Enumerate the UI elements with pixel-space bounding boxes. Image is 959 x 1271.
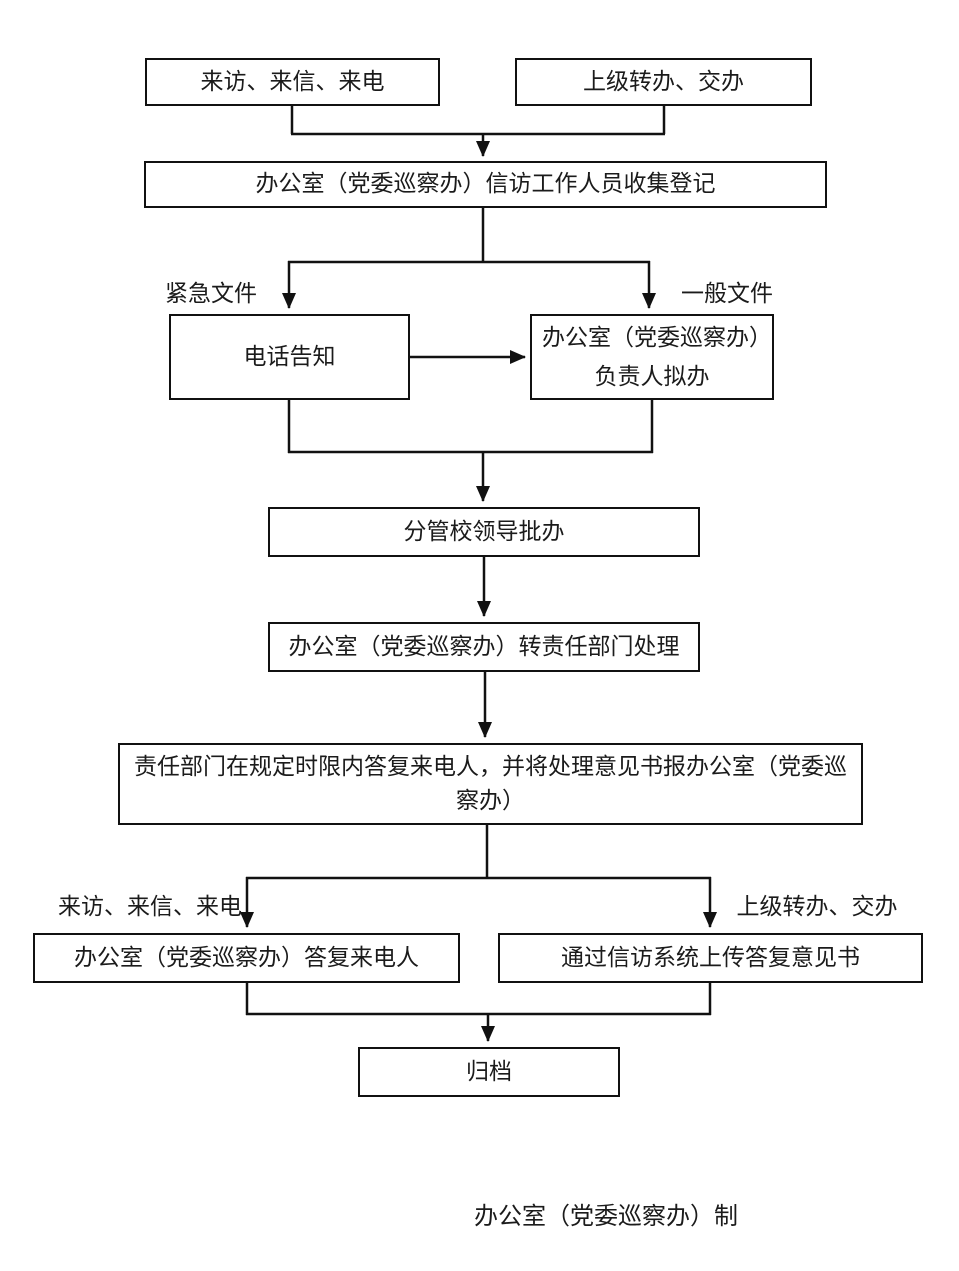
node-office-reply-caller: 办公室（党委巡察办）答复来电人: [33, 933, 460, 983]
node-school-leader-approval: 分管校领导批办: [268, 507, 700, 557]
node-dept-reply: 责任部门在规定时限内答复来电人，并将处理意见书报办公室（党委巡察办）: [118, 743, 863, 825]
node-collect-register: 办公室（党委巡察办）信访工作人员收集登记: [144, 161, 827, 208]
node-director-proposal-text: 办公室（党委巡察办） 负责人拟办: [542, 318, 772, 396]
node-archive: 归档: [358, 1047, 620, 1097]
label-visits-row2: 来访、来信、来电: [58, 894, 242, 919]
node-director-proposal-line2: 负责人拟办: [594, 364, 710, 389]
node-director-proposal: 办公室（党委巡察办） 负责人拟办: [530, 314, 774, 400]
node-superior-transfer: 上级转办、交办: [515, 58, 812, 106]
node-director-proposal-line1: 办公室（党委巡察办）: [542, 324, 772, 350]
node-phone-notify: 电话告知: [169, 314, 410, 400]
label-general-file: 一般文件: [681, 281, 773, 306]
node-transfer-responsible-dept: 办公室（党委巡察办）转责任部门处理: [268, 622, 700, 672]
footer-note: 办公室（党委巡察办）制: [474, 1204, 738, 1230]
label-superior-row2: 上级转办、交办: [736, 894, 898, 919]
label-urgent-file: 紧急文件: [165, 281, 257, 306]
node-upload-reply: 通过信访系统上传答复意见书: [498, 933, 923, 983]
node-incoming-visits: 来访、来信、来电: [145, 58, 440, 106]
